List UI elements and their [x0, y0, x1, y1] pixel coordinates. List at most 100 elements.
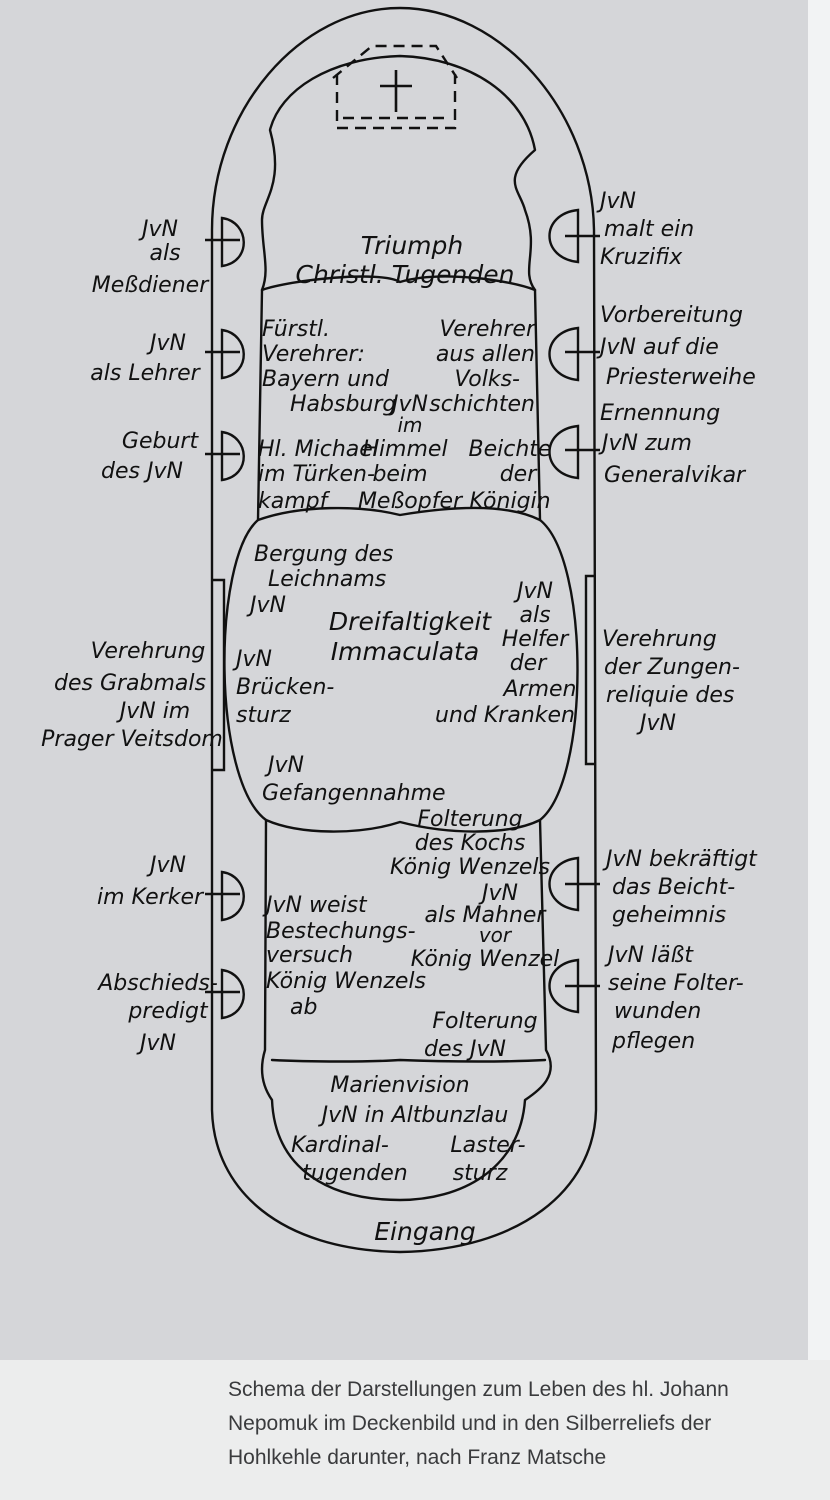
- bottom-right-text: Laster- sturz: [450, 1133, 525, 1186]
- diagram-label: Himmel: [362, 437, 447, 462]
- bottom-circle-text: Marienvision JvN in Altbunzlau: [318, 1073, 509, 1128]
- diagram-label: Brücken-: [236, 675, 334, 700]
- diagram-label: beim: [372, 462, 427, 487]
- lower-right-mid-text: JvN als Mahner vor König Wenzel: [411, 881, 560, 972]
- diagram-label: Marienvision: [330, 1073, 469, 1098]
- diagram-label: aus allen: [436, 342, 535, 367]
- relief-label: seine Folter-: [608, 971, 744, 996]
- michael-text: Hl. Michael im Türken- kampf: [258, 437, 379, 514]
- diagram-label: König Wenzels: [390, 855, 550, 880]
- upper-right-text: Verehrer aus allen Volks- schichten: [429, 317, 537, 417]
- bottom-left-text: Kardinal- tugenden: [291, 1133, 408, 1186]
- relief-label: des JvN: [101, 459, 183, 484]
- diagram-label: tugenden: [302, 1161, 407, 1186]
- relief-label: im Kerker: [97, 885, 205, 910]
- relief-left-geburt: Geburt des JvN: [101, 429, 199, 484]
- diagram-label: kampf: [258, 489, 331, 514]
- relief-label: JvN im: [116, 699, 191, 724]
- caption-line: Nepomuk im Deckenbild und in den Silberr…: [228, 1412, 712, 1435]
- lower-right-bottom-text: Folterung des JvN: [424, 1009, 538, 1062]
- relief-right-zungenreliquie: Verehrung der Zungen- reliquie des JvN: [602, 627, 740, 736]
- diagram-label: im: [397, 413, 422, 437]
- relief-label: des Grabmals: [54, 671, 206, 696]
- relief-label: Abschieds-: [96, 971, 218, 996]
- relief-label: als: [149, 241, 180, 266]
- relief-label: JvN: [596, 189, 636, 214]
- relief-label: predigt: [127, 999, 209, 1024]
- relief-right-kruzifix: JvN malt ein Kruzifix: [596, 189, 694, 270]
- diagram-label: des Kochs: [415, 831, 526, 856]
- diagram-label: sturz: [236, 703, 291, 728]
- lower-left-text: JvN weist Bestechungs- versuch König Wen…: [262, 893, 426, 1020]
- diagram-label: und Kranken: [435, 703, 575, 728]
- diagram-label: König Wenzel: [411, 947, 560, 972]
- diagram-label: der: [510, 651, 549, 676]
- diagram-label: Helfer: [502, 627, 570, 652]
- relief-label: Vorbereitung: [600, 303, 743, 328]
- diagram-label: Leichnams: [268, 567, 386, 592]
- upper-center-text: JvN im Himmel beim Meßopfer: [358, 392, 464, 514]
- diagram-label: JvN weist: [262, 893, 368, 918]
- relief-label: JvN läßt: [604, 943, 694, 968]
- relief-label: pflegen: [611, 1029, 695, 1054]
- diagram-label: sturz: [453, 1161, 508, 1186]
- diagram-label: Gefangennahme: [262, 781, 446, 806]
- diagram-label: als Mahner: [425, 903, 548, 928]
- relief-left-grabmal: Verehrung des Grabmals JvN im Prager Vei…: [41, 639, 223, 752]
- relief-label: JvN bekräftigt: [602, 847, 758, 872]
- relief-label: JvN: [636, 711, 676, 736]
- diagram-label: Fürstl.: [262, 317, 330, 342]
- diagram-label: Folterung: [417, 807, 522, 832]
- diagram-label: ab: [290, 995, 317, 1020]
- top-circle-text: Triumph Christl. Tugenden: [296, 231, 515, 289]
- diagram-label: Verehrer:: [262, 342, 365, 367]
- diagram-label: vor: [479, 923, 513, 947]
- relief-label: reliquie des: [606, 683, 734, 708]
- diagram-label: Meßopfer: [358, 489, 464, 514]
- diagram-label: Habsburg: [290, 392, 396, 417]
- relief-left-messdiener: JvN als Meßdiener: [92, 217, 210, 298]
- capture-text: JvN Gefangennahme: [262, 753, 446, 806]
- relief-right-folterwunden: JvN läßt seine Folter- wunden pflegen: [604, 943, 744, 1054]
- diagram-label: König Wenzels: [266, 969, 426, 994]
- relief-right-priesterweihe: Vorbereitung JvN auf die Priesterweihe: [596, 303, 756, 390]
- relief-label: JvN: [136, 1031, 176, 1056]
- relief-label: Verehrung: [91, 639, 206, 664]
- lower-right-top-text: Folterung des Kochs König Wenzels: [390, 807, 550, 880]
- middle-top-left-text: Bergung des Leichnams JvN: [246, 542, 393, 618]
- diagram-label: Bayern und: [262, 367, 390, 392]
- diagram-label: JvN in Altbunzlau: [318, 1103, 509, 1128]
- diagram-label: des JvN: [424, 1037, 506, 1062]
- entrance-label: Eingang: [374, 1217, 476, 1246]
- relief-label: Verehrung: [602, 627, 717, 652]
- middle-left-text: JvN Brücken- sturz: [232, 647, 334, 728]
- relief-label: JvN: [146, 331, 186, 356]
- diagram-label: versuch: [266, 943, 353, 968]
- diagram-label: JvN: [388, 392, 428, 417]
- diagram-label: JvN: [513, 579, 553, 604]
- relief-label: als Lehrer: [90, 361, 201, 386]
- relief-right-beichtgeheimnis: JvN bekräftigt das Beicht- geheimnis: [602, 847, 758, 928]
- relief-label: Meßdiener: [92, 273, 210, 298]
- right-relief-markers: [548, 208, 600, 1014]
- relief-label: Kruzifix: [600, 245, 683, 270]
- relief-label: Generalvikar: [604, 463, 747, 488]
- relief-label: Prager Veitsdom: [41, 727, 223, 752]
- altar-icon: [332, 44, 459, 130]
- relief-label: malt ein: [604, 217, 694, 242]
- diagram-label: JvN: [232, 647, 272, 672]
- cross-icon: [380, 70, 412, 112]
- diagram-label: Christl. Tugenden: [296, 260, 515, 289]
- diagram-label: Bergung des: [254, 542, 393, 567]
- relief-label: Geburt: [122, 429, 200, 454]
- middle-right-text: JvN als Helfer der Armen und Kranken: [435, 579, 576, 728]
- relief-left-lehrer: JvN als Lehrer: [90, 331, 201, 386]
- relief-label: Priesterweihe: [606, 365, 756, 390]
- relief-left-kerker: JvN im Kerker: [97, 853, 205, 910]
- diagram-label: JvN: [478, 881, 518, 906]
- relief-label: der Zungen-: [604, 655, 740, 680]
- relief-label: geheimnis: [612, 903, 726, 928]
- figure-caption: Schema der Darstellungen zum Leben des h…: [228, 1373, 788, 1475]
- diagram-label: Verehrer: [440, 317, 537, 342]
- diagram-label: der: [500, 462, 539, 487]
